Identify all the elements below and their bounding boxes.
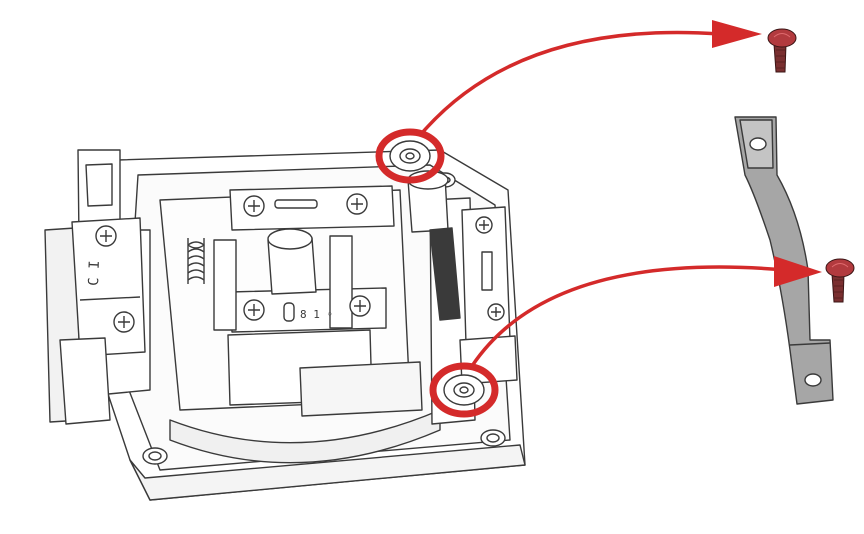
bracket-hole-bottom	[804, 373, 822, 387]
screw-head-front-left	[243, 299, 265, 321]
screw-head-left-block-top	[95, 225, 117, 247]
arrow-line-lower	[470, 265, 786, 367]
belt-strip	[429, 227, 461, 321]
front-plate-slot	[283, 302, 295, 322]
callout-upper	[375, 20, 762, 184]
spring	[187, 238, 205, 284]
screw-head-right-bracket-bottom	[487, 303, 505, 321]
left-block-seam	[79, 296, 141, 301]
corner-boss-front-right	[480, 429, 506, 447]
carriage-post-right	[329, 235, 353, 329]
right-bracket-slot	[481, 251, 493, 291]
housing-base-front-face	[129, 444, 526, 501]
mechanism-housing	[44, 149, 526, 501]
screw-top	[767, 28, 797, 73]
screw-head-rear-right	[346, 193, 368, 215]
callout-lower	[429, 256, 822, 418]
motor-top	[267, 228, 313, 250]
screw-head-right-bracket-top	[475, 216, 493, 234]
left-block-lower	[59, 337, 111, 425]
screw-bottom	[825, 258, 855, 303]
left-block-tab	[85, 163, 113, 207]
bracket-hole-top	[749, 137, 767, 151]
front-plate-marking: 8 1 ◦	[300, 308, 333, 321]
left-block-marking: C I	[86, 260, 103, 286]
bracket-bend-line	[789, 342, 831, 346]
screw-hole-bottom	[443, 374, 485, 406]
screw-hole-top	[389, 140, 431, 172]
corner-boss-front-left	[142, 447, 168, 465]
arrow-head-lower	[774, 256, 822, 287]
housing-screws	[95, 193, 505, 333]
carriage-post-left	[213, 239, 237, 331]
highlight-ring-lower	[429, 362, 499, 418]
arrow-line-upper	[420, 30, 721, 135]
rear-plate-slot	[274, 199, 318, 209]
lower-slider	[299, 361, 423, 417]
arrow-head-upper	[712, 20, 762, 48]
screw-head-rear-left	[243, 195, 265, 217]
highlight-ring-upper	[375, 128, 445, 184]
screw-head-front-right	[349, 295, 371, 317]
screw-head-left-block-bottom	[113, 311, 135, 333]
turntable-disk	[169, 409, 441, 464]
